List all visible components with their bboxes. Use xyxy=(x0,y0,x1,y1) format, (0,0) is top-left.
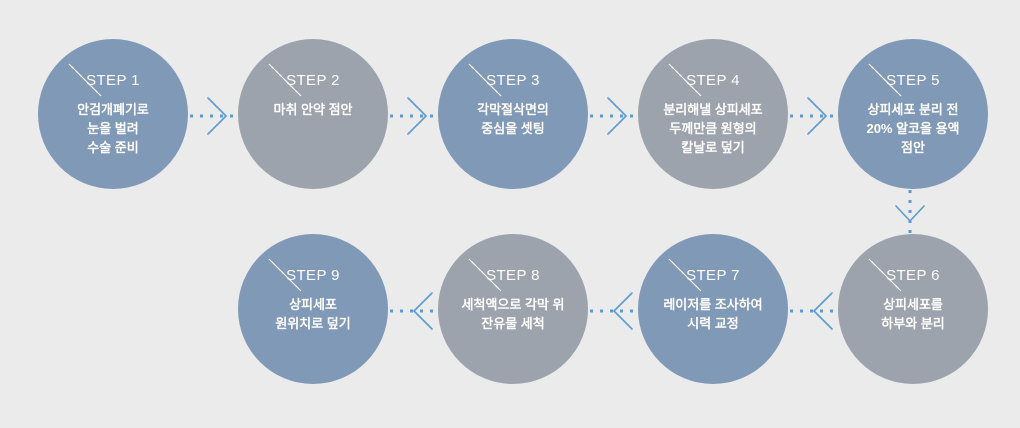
step-label: STEP 6 xyxy=(886,267,940,284)
step-description: 안검개폐기로 눈을 벌려 수술 준비 xyxy=(77,102,149,155)
connector-5-6-arrow xyxy=(890,190,930,240)
step-label: STEP 3 xyxy=(486,72,540,89)
step-node-5[interactable]: STEP 5 상피세포 분리 전 20% 알코올 용액 점안 xyxy=(838,39,988,189)
step-description: 분리해낼 상피세포 두께만큼 원형의 칼날로 덮기 xyxy=(663,102,763,155)
step-node-8[interactable]: STEP 8 세척액으로 각막 위 잔유물 세척 xyxy=(438,234,588,384)
step-node-9[interactable]: STEP 9 상피세포 원위치로 덮기 xyxy=(238,234,388,384)
step-label: STEP 8 xyxy=(486,267,540,284)
step-label: STEP 1 xyxy=(86,72,140,89)
step-label: STEP 4 xyxy=(686,72,740,89)
step-label: STEP 5 xyxy=(886,72,940,89)
step-node-7[interactable]: STEP 7 레이저를 조사하여 시력 교정 xyxy=(638,234,788,384)
step-label: STEP 7 xyxy=(686,267,740,284)
step-description: 상피세포 원위치로 덮기 xyxy=(275,297,351,331)
step-node-1[interactable]: STEP 1 안검개폐기로 눈을 벌려 수술 준비 xyxy=(38,39,188,189)
step-node-3[interactable]: STEP 3 각막절삭면의 중심을 셋팅 xyxy=(438,39,588,189)
step-description: 상피세포 분리 전 20% 알코올 용액 점안 xyxy=(866,102,960,155)
step-description: 마취 안약 점안 xyxy=(273,102,353,117)
step-description: 각막절삭면의 중심을 셋팅 xyxy=(477,102,549,136)
step-node-2[interactable]: STEP 2 마취 안약 점안 xyxy=(238,39,388,189)
step-label: STEP 9 xyxy=(286,267,340,284)
step-description: 상피세포를 하부와 분리 xyxy=(881,297,945,331)
step-node-4[interactable]: STEP 4 분리해낼 상피세포 두께만큼 원형의 칼날로 덮기 xyxy=(638,39,788,189)
step-description: 세척액으로 각막 위 잔유물 세척 xyxy=(461,297,565,331)
step-label: STEP 2 xyxy=(286,72,340,89)
step-description: 레이저를 조사하여 시력 교정 xyxy=(663,297,763,331)
step-node-6[interactable]: STEP 6 상피세포를 하부와 분리 xyxy=(838,234,988,384)
